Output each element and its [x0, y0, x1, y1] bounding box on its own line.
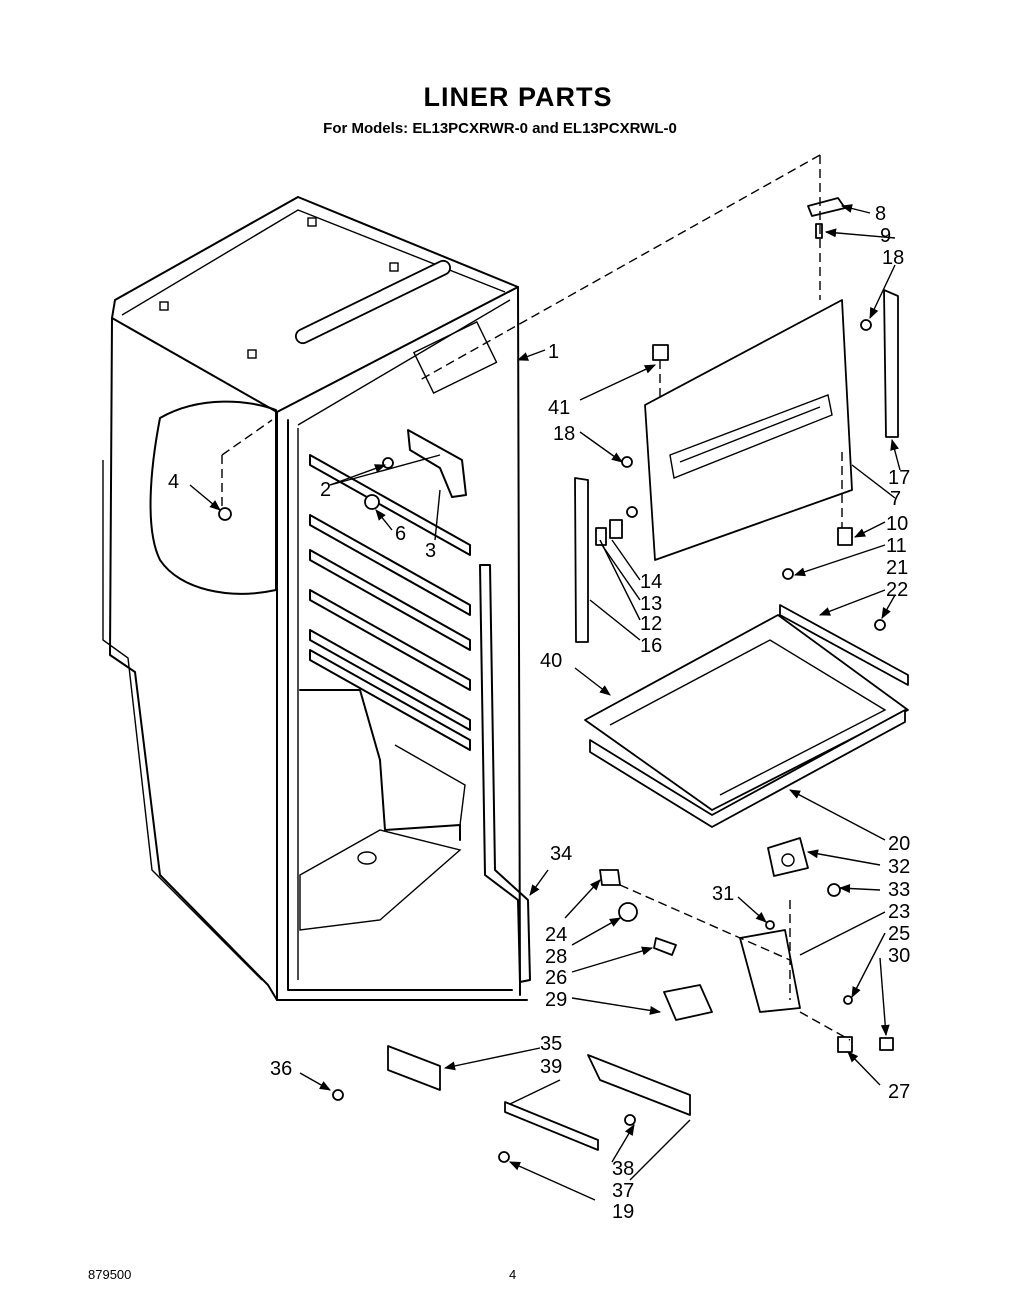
door-and-shelf-parts: [218, 197, 909, 1163]
leader-arrows: [189, 204, 901, 1201]
callout-23: 23: [888, 901, 910, 923]
callout-21: 21: [886, 557, 908, 579]
callout-24: 24: [545, 924, 567, 946]
callout-14: 14: [640, 571, 662, 593]
callout-41: 41: [548, 397, 570, 419]
callout-17: 17: [888, 467, 910, 489]
callout-18a: 18: [882, 247, 904, 269]
callout-40: 40: [540, 650, 562, 672]
callout-19: 19: [612, 1201, 634, 1223]
assembly-dashed-lines: [419, 154, 851, 1041]
callout-38: 38: [612, 1158, 634, 1180]
callout-33: 33: [888, 879, 910, 901]
callout-13: 13: [640, 593, 662, 615]
callout-28: 28: [545, 946, 567, 968]
callout-31: 31: [712, 883, 734, 905]
callout-18b: 18: [553, 423, 575, 445]
callout-2: 2: [320, 479, 331, 501]
callout-1: 1: [548, 341, 559, 363]
callout-3: 3: [425, 540, 436, 562]
callout-20: 20: [888, 833, 910, 855]
drawing-number: 879500: [88, 1267, 132, 1282]
callout-9: 9: [880, 225, 891, 247]
callout-22: 22: [886, 579, 908, 601]
callout-12: 12: [640, 613, 662, 635]
callout-32: 32: [888, 856, 910, 878]
models-subtitle: For Models: EL13PCXRWR-0 and EL13PCXRWL-…: [323, 120, 677, 137]
callout-11: 11: [886, 535, 907, 557]
callout-25: 25: [888, 923, 910, 945]
callout-7: 7: [890, 488, 901, 510]
callout-10: 10: [886, 513, 908, 535]
callout-labels: 1 2 3 4 6 8 9 18 41 18 17 7 10 11 21 22 …: [168, 203, 910, 1223]
callout-37: 37: [612, 1180, 634, 1202]
callout-6: 6: [395, 523, 406, 545]
callout-27: 27: [888, 1081, 910, 1103]
callout-26: 26: [545, 967, 567, 989]
callout-35: 35: [540, 1033, 562, 1055]
callout-36: 36: [270, 1058, 292, 1080]
cabinet-liner-drawing: [102, 196, 531, 1001]
callout-34: 34: [550, 843, 572, 865]
callout-16: 16: [640, 635, 662, 657]
callout-39: 39: [540, 1056, 562, 1078]
callout-4: 4: [168, 471, 179, 493]
page-number: 4: [509, 1267, 517, 1282]
callout-29: 29: [545, 989, 567, 1011]
page-title: LINER PARTS: [423, 82, 613, 112]
callout-8: 8: [875, 203, 886, 225]
callout-30: 30: [888, 945, 910, 967]
